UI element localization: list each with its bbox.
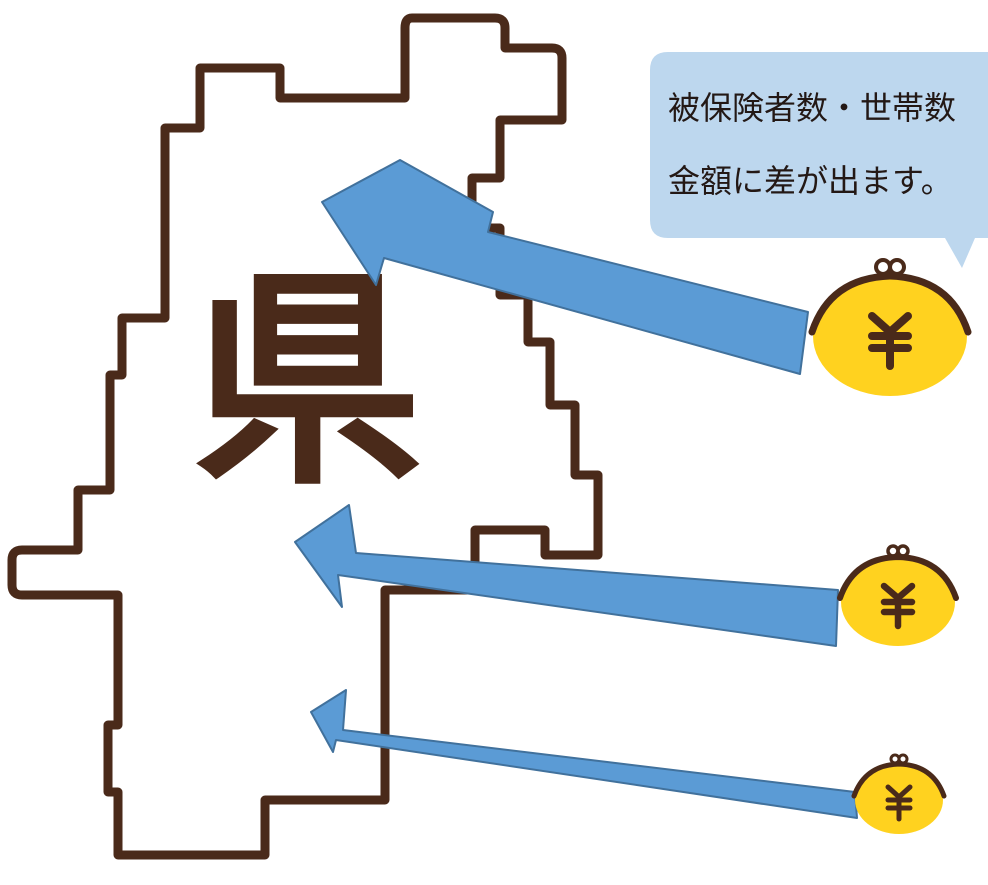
arrow-small	[310, 689, 858, 819]
arrow-large	[321, 159, 809, 375]
callout-bubble	[650, 52, 988, 268]
yen-purse-icon	[808, 258, 972, 396]
yen-purse-icon	[837, 544, 959, 646]
flow-arrows	[294, 159, 858, 819]
prefecture-kanji: 県	[193, 250, 423, 517]
yen-purse-icon	[851, 753, 947, 834]
callout-line-2: 金額に差が出ます。	[668, 162, 953, 200]
arrow-medium	[294, 504, 839, 647]
callout-line-1: 被保険者数・世帯数	[668, 89, 957, 127]
